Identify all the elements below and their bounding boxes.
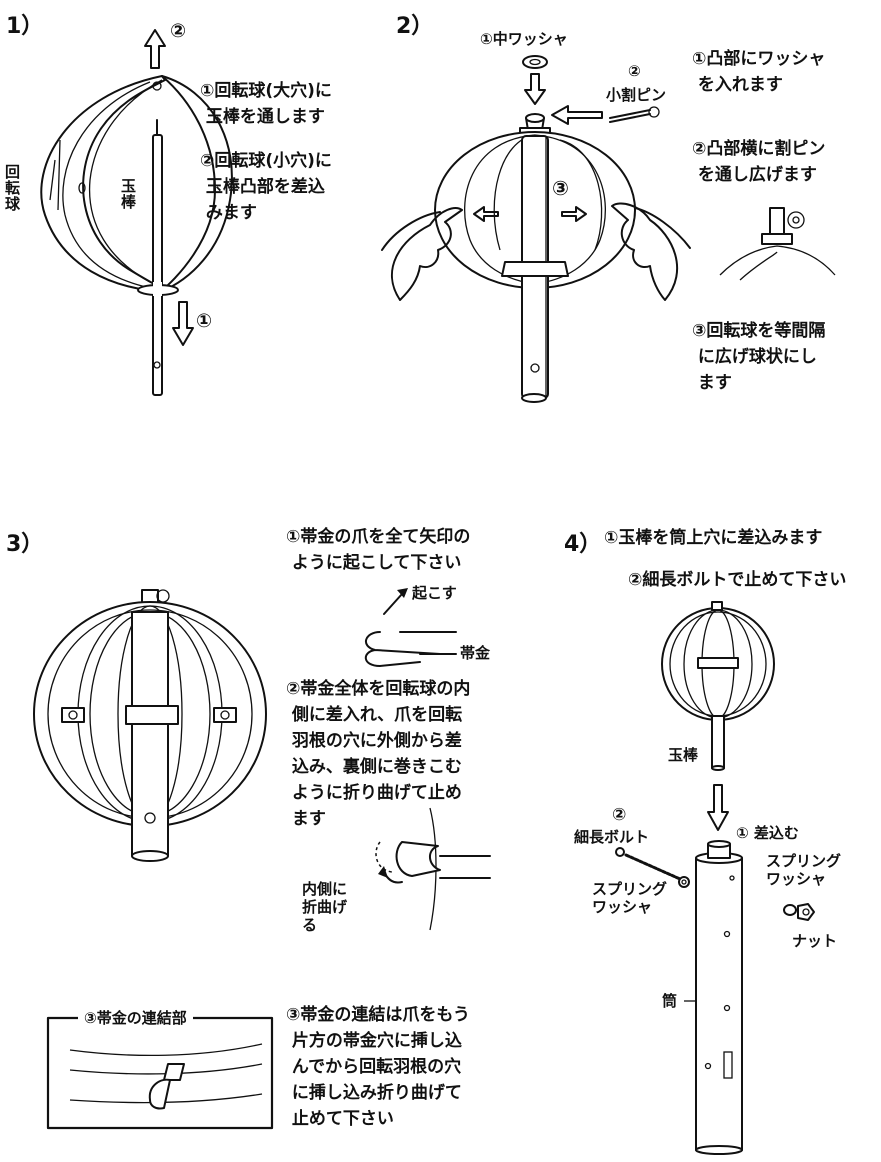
step2-text1: ①凸部にワッシャ を入れます: [692, 49, 826, 95]
step4-insert-label: ① 差込む: [736, 824, 799, 842]
step2-text3: ③回転球を等間隔 に広げ球状にし ます: [692, 321, 826, 393]
step1-text2: ②回転球(小穴)に 玉棒凸部を差込 みます: [200, 151, 332, 223]
step4-tube-label: 筒: [662, 992, 678, 1010]
step4-pole-label: 玉棒: [668, 746, 699, 764]
step4-bolt-label: 細長ボルト: [574, 828, 650, 846]
step3-text2: ②帯金全体を回転球の内 側に差入れ、爪を回転 羽根の穴に外側から差 込み、裏側に…: [286, 679, 471, 829]
step4-text2: ②細長ボルトで止めて下さい: [628, 570, 847, 590]
step3-text3: ③帯金の連結は爪をもう 片方の帯金穴に挿し込 んでから回転羽根の穴 に挿し込み折…: [286, 1005, 470, 1129]
step2-washer-label: ①中ワッシャ: [480, 30, 568, 48]
step4-number: 4）: [564, 532, 602, 557]
step2-number: 2）: [396, 14, 434, 39]
step3-joint-label: ③帯金の連結部: [78, 1009, 193, 1027]
step3-fold-label: 内側に 折曲げ る: [302, 880, 348, 934]
step4-bolt-num: ②: [612, 805, 627, 825]
step3-number: 3）: [6, 532, 44, 557]
step3-text1: ①帯金の爪を全て矢印の ように起こして下さい: [286, 527, 471, 573]
step2-spread-label: ③: [552, 176, 569, 200]
step2-pin-label: 小割ピン: [606, 86, 667, 104]
step1-arrow2-label: ②: [170, 20, 187, 42]
step4-text1: ①玉棒を筒上穴に差込みます: [604, 528, 823, 548]
step1-ball-label: 回転球: [3, 164, 21, 212]
step1-number: 1）: [6, 14, 44, 39]
step4-nut-label: ナット: [792, 932, 838, 950]
step2-text2: ②凸部横に割ピン を通し広げます: [692, 139, 826, 185]
step1-text1: ①回転球(大穴)に 玉棒を通します: [200, 81, 332, 127]
step1-arrow1-label: ①: [196, 310, 213, 332]
step4-spring-washer-right: スプリング ワッシャ: [766, 852, 842, 888]
step4-spring-washer-left: スプリング ワッシャ: [592, 880, 668, 916]
step2-pin-num: ②: [628, 62, 641, 80]
step3-band-label: 帯金: [460, 644, 491, 662]
step3-raise-label: 起こす: [412, 584, 457, 602]
step1-pole-label: 玉棒: [119, 178, 137, 210]
